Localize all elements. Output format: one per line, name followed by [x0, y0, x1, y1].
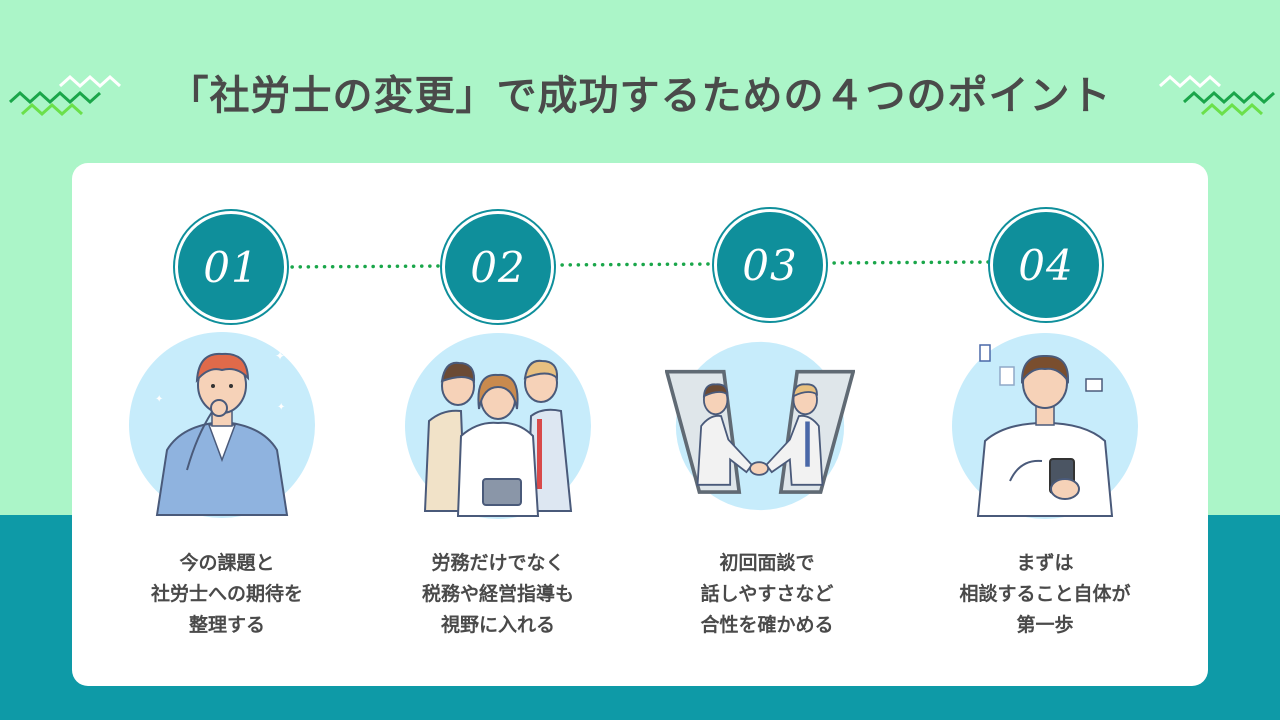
page-title: 「社労士の変更」で成功するための４つのポイント	[168, 73, 1112, 119]
zigzag-decoration-right	[1158, 74, 1276, 117]
caption-line: 税務や経営指導も	[421, 583, 574, 605]
point-number-badge: 03	[714, 209, 826, 321]
caption-line: 合性を確かめる	[700, 614, 834, 636]
man-with-smartphone-illustration	[952, 333, 1138, 519]
point-number-badge: 01	[175, 211, 287, 323]
svg-text:✦: ✦	[275, 349, 285, 363]
caption-line: 相談すること自体が	[959, 583, 1131, 605]
point-number: 03	[742, 240, 798, 290]
thinking-man-illustration: ✦ ✦ ✦	[129, 332, 315, 518]
caption-line: 話しやすさなど	[700, 583, 834, 605]
point-number: 01	[203, 242, 259, 292]
point-number: 02	[470, 242, 526, 292]
team-of-three-illustration	[405, 333, 591, 519]
handshake-through-phones-illustration	[665, 341, 855, 511]
point-caption: 今の課題と 社労士への期待を 整理する	[107, 548, 347, 641]
caption-line: 整理する	[188, 614, 265, 636]
point-caption: まずは 相談すること自体が 第一歩	[925, 548, 1165, 641]
point-number-badge: 02	[442, 211, 554, 323]
caption-line: 初回面談で	[719, 552, 815, 574]
point-number: 04	[1018, 240, 1074, 290]
caption-line: 第一歩	[1016, 614, 1074, 636]
caption-line: 視野に入れる	[440, 614, 555, 636]
svg-text:✦: ✦	[277, 402, 285, 413]
caption-line: 社労士への期待を	[150, 583, 303, 605]
svg-text:✦: ✦	[155, 394, 163, 405]
point-caption: 初回面談で 話しやすさなど 合性を確かめる	[647, 548, 887, 641]
zigzag-decoration-left	[8, 74, 122, 117]
caption-line: 今の課題と	[179, 552, 275, 574]
caption-line: まずは	[1016, 552, 1074, 574]
point-caption: 労務だけでなく 税務や経営指導も 視野に入れる	[378, 548, 618, 641]
caption-line: 労務だけでなく	[431, 552, 565, 574]
point-number-badge: 04	[990, 209, 1102, 321]
